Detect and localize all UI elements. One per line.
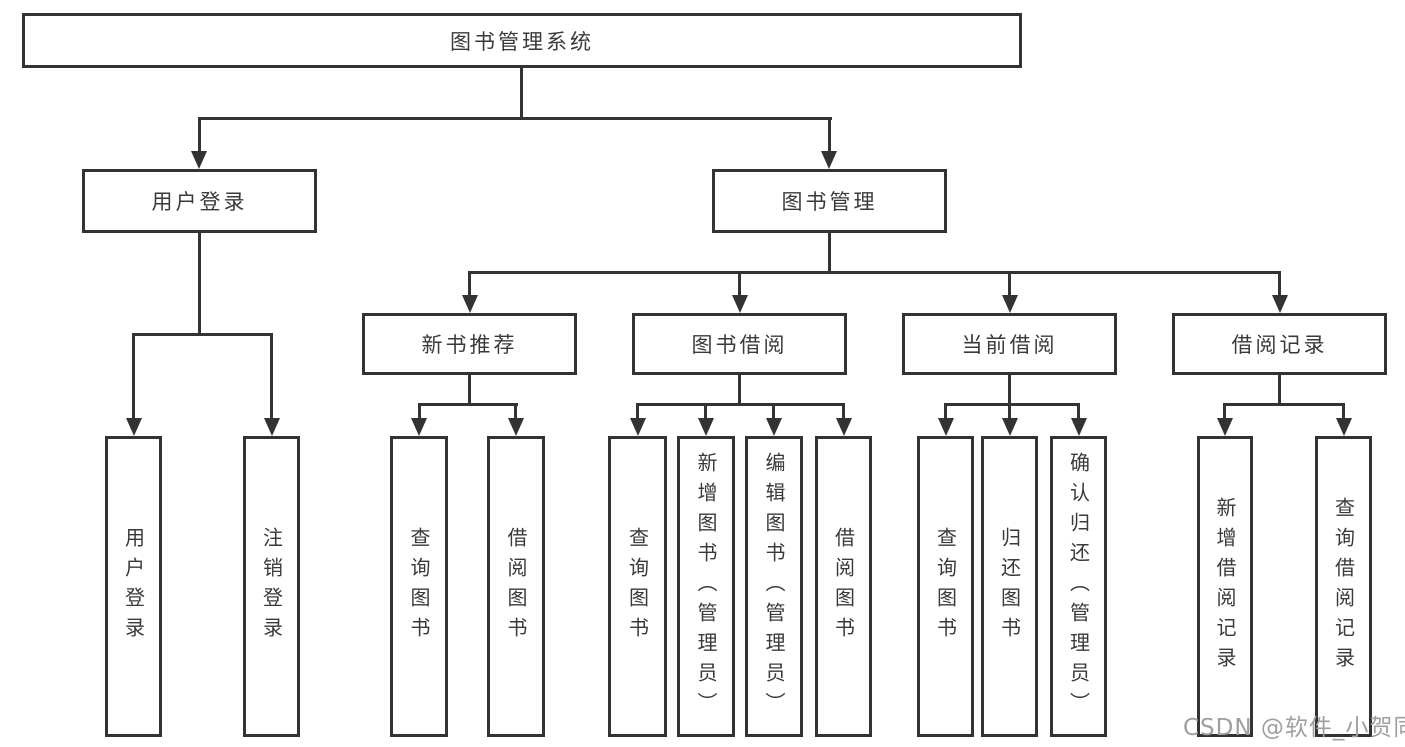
leaf-confirm-return-admin-label: 确认归还（管理员） <box>1066 451 1091 722</box>
connector-userlogin-crossbar <box>132 333 273 336</box>
arrowhead-user-login <box>191 151 207 169</box>
connector-drop-borrow2 <box>842 403 845 419</box>
leaf-query-borrow-record: 查询借阅记录 <box>1315 436 1372 737</box>
leaf-query-books-borrowing-label: 查询图书 <box>625 526 650 647</box>
connector-drop-records <box>1278 271 1281 297</box>
node-borrow-records: 借阅记录 <box>1172 313 1387 375</box>
leaf-confirm-return-admin: 确认归还（管理员） <box>1050 436 1107 737</box>
leaf-query-books-newbooks-label: 查询图书 <box>407 526 431 647</box>
connector-bookmgmt-stem <box>828 233 831 274</box>
connector-drop-query1 <box>418 403 421 419</box>
connector-drop-leaf-logout <box>270 333 273 418</box>
connector-root-crossbar <box>198 117 832 120</box>
arrowhead-records <box>1272 295 1288 313</box>
leaf-query-books-newbooks: 查询图书 <box>390 436 448 737</box>
connector-drop-queryrecord <box>1342 403 1345 419</box>
arrowhead-current <box>1002 295 1018 313</box>
arrowhead-editbook <box>766 418 782 436</box>
leaf-query-books-borrowing: 查询图书 <box>608 436 667 737</box>
leaf-return-books: 归还图书 <box>981 436 1038 737</box>
connector-drop-editbook <box>772 403 775 419</box>
node-library-system: 图书管理系统 <box>22 13 1022 68</box>
arrowhead-book-mgmt <box>821 151 837 169</box>
connector-drop-newbooks <box>468 271 471 297</box>
connector-current-stem <box>1008 375 1011 406</box>
connector-records-crossbar <box>1223 403 1344 406</box>
leaf-logout: 注销登录 <box>243 436 300 737</box>
node-new-book-recommend: 新书推荐 <box>362 313 577 375</box>
arrowhead-confirm <box>1071 418 1087 436</box>
connector-drop-query3 <box>944 403 947 419</box>
node-current-borrowing: 当前借阅 <box>902 313 1117 375</box>
leaf-edit-book-admin: 编辑图书（管理员） <box>745 436 803 737</box>
arrowhead-query3 <box>938 418 954 436</box>
arrowhead-addbook <box>698 418 714 436</box>
arrowhead-addrecord <box>1217 418 1233 436</box>
connector-userlogin-stem <box>198 233 201 336</box>
arrowhead-return <box>1002 418 1018 436</box>
leaf-user-login: 用户登录 <box>105 436 162 737</box>
connector-drop-confirm <box>1077 403 1080 419</box>
connector-drop-book-mgmt <box>828 117 831 153</box>
leaf-add-book-admin: 新增图书（管理员） <box>677 436 735 737</box>
arrowhead-queryrecord <box>1336 418 1352 436</box>
arrowhead-borrowing <box>732 295 748 313</box>
leaf-user-login-label: 用户登录 <box>121 526 146 647</box>
connector-drop-current <box>1008 271 1011 297</box>
arrowhead-leaf-userlogin <box>126 418 142 436</box>
connector-drop-query2 <box>636 403 639 419</box>
connector-borrowing-stem <box>738 375 741 406</box>
arrowhead-leaf-logout <box>264 418 280 436</box>
arrowhead-newbooks <box>462 295 478 313</box>
leaf-borrow-books-borrowing-label: 借阅图书 <box>831 526 856 647</box>
node-book-borrowing: 图书借阅 <box>632 313 847 375</box>
leaf-logout-label: 注销登录 <box>259 526 284 647</box>
leaf-add-borrow-record-label: 新增借阅记录 <box>1213 496 1237 677</box>
connector-drop-return <box>1008 403 1011 419</box>
connector-newbooks-stem <box>468 375 471 406</box>
connector-drop-addrecord <box>1223 403 1226 419</box>
connector-newbooks-crossbar <box>418 403 518 406</box>
leaf-query-books-current-label: 查询图书 <box>933 526 958 647</box>
arrowhead-borrow1 <box>508 418 524 436</box>
leaf-query-books-current: 查询图书 <box>917 436 974 737</box>
arrowhead-query1 <box>411 418 427 436</box>
connector-drop-borrowing <box>738 271 741 297</box>
node-user-login: 用户登录 <box>82 169 317 233</box>
leaf-add-book-admin-label: 新增图书（管理员） <box>694 451 718 722</box>
node-book-management: 图书管理 <box>712 169 947 233</box>
watermark-text: CSDN @软件_小贺同学 <box>1183 715 1405 741</box>
leaf-query-borrow-record-label: 查询借阅记录 <box>1331 496 1356 677</box>
connector-borrowing-crossbar <box>636 403 845 406</box>
connector-drop-leaf-userlogin <box>132 333 135 418</box>
arrowhead-borrow2 <box>836 418 852 436</box>
connector-records-stem <box>1278 375 1281 406</box>
leaf-edit-book-admin-label: 编辑图书（管理员） <box>762 451 786 722</box>
connector-drop-user-login <box>198 117 201 153</box>
connector-bookmgmt-crossbar <box>468 271 1281 274</box>
connector-root-stem <box>520 68 523 120</box>
arrowhead-query2 <box>630 418 646 436</box>
leaf-return-books-label: 归还图书 <box>997 526 1022 647</box>
leaf-borrow-books-borrowing: 借阅图书 <box>815 436 872 737</box>
leaf-borrow-books-newbooks: 借阅图书 <box>487 436 545 737</box>
leaf-add-borrow-record: 新增借阅记录 <box>1197 436 1253 737</box>
connector-drop-borrow1 <box>514 403 517 419</box>
connector-drop-addbook <box>704 403 707 419</box>
connector-current-crossbar <box>944 403 1080 406</box>
leaf-borrow-books-newbooks-label: 借阅图书 <box>504 526 528 647</box>
